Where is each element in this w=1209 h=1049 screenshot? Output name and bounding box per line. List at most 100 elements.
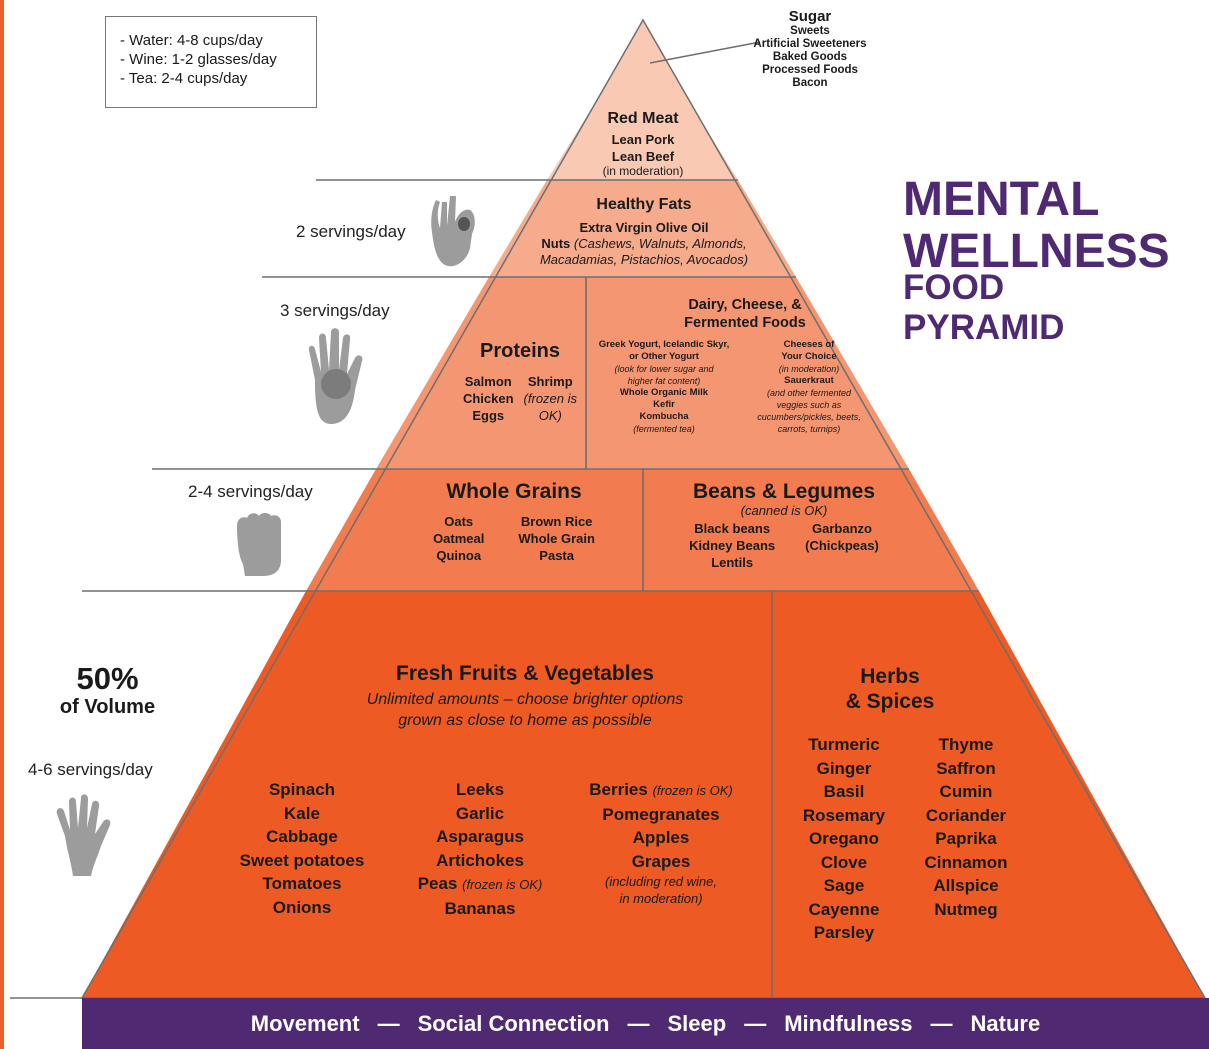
- grains-list: Oats Oatmeal Quinoa Brown Rice Whole Gra…: [390, 513, 638, 564]
- ok-hand-icon: [431, 196, 475, 267]
- foundation-separator: —: [627, 1010, 650, 1036]
- title-line-2: WELLNESS: [903, 225, 1170, 278]
- produce-col-1: Spinach Kale Cabbage Sweet potatoes Toma…: [218, 778, 386, 919]
- grain-item: Oats: [444, 514, 474, 529]
- produce-header: Fresh Fruits & Vegetables Unlimited amou…: [300, 662, 750, 731]
- tier-red-meat: [547, 103, 738, 180]
- grapes-note: in moderation): [619, 891, 703, 906]
- herb-item: Saffron: [936, 758, 996, 778]
- foundation-separator: —: [930, 1010, 953, 1036]
- herb-item: Sage: [823, 876, 865, 895]
- produce-item: Garlic: [455, 803, 505, 823]
- servings-fats: 2 servings/day: [296, 222, 406, 241]
- proteins-col-1: Salmon Chicken Eggs: [463, 373, 514, 424]
- whole-grains-section: Whole Grains Oats Oatmeal Quinoa Brown R…: [390, 480, 638, 564]
- produce-item: Onions: [272, 897, 332, 917]
- beans-list: Black beans Kidney Beans Lentils Garbanz…: [655, 520, 913, 571]
- sugar-item: Baked Goods: [772, 51, 848, 63]
- berries-line: Berries (frozen is OK): [568, 778, 754, 803]
- page-title: MENTAL WELLNESS FOOD PYRAMID: [903, 173, 1170, 347]
- sugar-item: Bacon: [792, 77, 828, 89]
- grain-item: Pasta: [539, 548, 574, 563]
- bean-item: Lentils: [711, 555, 754, 570]
- peas-note: (frozen is OK): [462, 877, 543, 892]
- shrimp-note: OK): [538, 408, 562, 423]
- servings-grains: 2-4 servings/day: [188, 482, 313, 501]
- red-meat-item: Lean Pork: [611, 132, 675, 147]
- produce-item: Artichokes: [436, 850, 524, 870]
- beans-col-1: Black beans Kidney Beans Lentils: [689, 520, 775, 571]
- beans-col-2: Garbanzo (Chickpeas): [805, 520, 879, 571]
- herbs-col-2: Thyme Saffron Cumin Coriander Paprika Ci…: [910, 733, 1022, 921]
- grain-item: Whole Grain: [518, 531, 595, 546]
- volume-text: of Volume: [59, 696, 156, 718]
- dairy-note: (in moderation): [778, 364, 840, 374]
- beans-note: (canned is OK): [740, 503, 828, 518]
- tier-healthy-fats: [489, 180, 796, 277]
- berries-note: (frozen is OK): [652, 783, 733, 798]
- nuts-line: Nuts (Cashews, Walnuts, Almonds,: [520, 236, 768, 252]
- red-meat-note: (in moderation): [602, 164, 684, 178]
- title-line-4: PYRAMID: [903, 308, 1065, 347]
- servings-produce: 4-6 servings/day: [28, 760, 153, 779]
- sugar-item: Sweets: [790, 25, 830, 37]
- peas-line: Peas (frozen is OK): [398, 872, 562, 897]
- herb-item: Rosemary: [802, 805, 886, 825]
- volume-label: 50% of Volume: [30, 662, 185, 719]
- red-meat-section: Red Meat Lean Pork Lean Beef (in moderat…: [573, 110, 713, 178]
- herb-item: Parsley: [813, 923, 875, 942]
- bean-item: Garbanzo: [812, 521, 872, 536]
- produce-item: Pomegranates: [602, 804, 720, 824]
- produce-item: Tomatoes: [262, 874, 342, 893]
- drink-tea: - Tea: 2-4 cups/day: [120, 70, 248, 87]
- protein-item: Shrimp: [527, 374, 573, 389]
- dairy-col-2: Cheeses of Your Choice (in moderation) S…: [738, 339, 880, 435]
- servings-proteins: 3 servings/day: [280, 301, 390, 320]
- bean-item: Black beans: [694, 521, 771, 536]
- shrimp-note: (frozen is: [523, 391, 578, 406]
- nuts-label: Nuts: [541, 236, 571, 251]
- grains-col-1: Oats Oatmeal Quinoa: [433, 513, 484, 564]
- dairy-item: Whole Organic Milk: [619, 387, 709, 398]
- title-line-3: FOOD: [903, 268, 1005, 307]
- proteins-col-2: Shrimp (frozen is OK): [524, 373, 577, 424]
- dairy-note: veggies such as: [776, 400, 842, 410]
- dairy-note: (fermented tea): [633, 424, 695, 434]
- herb-item: Allspice: [933, 876, 999, 895]
- grain-item: Quinoa: [436, 548, 482, 563]
- bean-item: (Chickpeas): [805, 538, 879, 553]
- proteins-section: Proteins Salmon Chicken Eggs Shrimp (fro…: [456, 340, 584, 424]
- dairy-item: or Other Yogurt: [629, 351, 699, 362]
- produce-item: Grapes: [631, 851, 691, 871]
- dairy-item: Greek Yogurt, Icelandic Skyr,: [598, 339, 730, 350]
- produce-item: Berries: [589, 780, 648, 799]
- dairy-title-1: Dairy, Cheese, &: [688, 297, 802, 313]
- foundation-items: Movement — Social Connection — Sleep — M…: [82, 998, 1209, 1049]
- dairy-note: cucumbers/pickles, beets,: [757, 412, 861, 422]
- produce-item: Spinach: [268, 780, 336, 799]
- drinks-box: - Water: 4-8 cups/day - Wine: 1-2 glasse…: [105, 16, 317, 108]
- title-line-1: MENTAL: [903, 173, 1100, 226]
- foundation-separator: —: [377, 1010, 400, 1036]
- produce-subtitle-2: grown as close to home as possible: [398, 712, 652, 729]
- herb-item: Turmeric: [808, 735, 880, 754]
- grains-col-2: Brown Rice Whole Grain Pasta: [518, 513, 595, 564]
- dairy-columns: Greek Yogurt, Icelandic Skyr, or Other Y…: [590, 339, 900, 435]
- open-hand-icon: [56, 794, 111, 876]
- produce-title: Fresh Fruits & Vegetables: [396, 662, 654, 685]
- dairy-title-2: Fermented Foods: [684, 315, 806, 331]
- herb-item: Oregano: [809, 829, 879, 848]
- nuts-detail: (Cashews, Walnuts, Almonds,: [573, 236, 747, 251]
- foundation-social-connection: Social Connection: [417, 1010, 610, 1036]
- red-meat-item: Lean Beef: [611, 149, 675, 164]
- herbs-header: Herbs & Spices: [800, 664, 980, 714]
- palm-hand-icon: [308, 328, 363, 424]
- foundation-movement: Movement: [250, 1010, 360, 1036]
- bean-item: Kidney Beans: [689, 538, 776, 553]
- produce-col-3: Berries (frozen is OK) Pomegranates Appl…: [568, 778, 754, 907]
- fist-icon: [237, 513, 281, 576]
- protein-item: Eggs: [472, 408, 505, 423]
- dairy-note: higher fat content): [627, 376, 701, 386]
- tier-produce-herbs: [82, 591, 1205, 998]
